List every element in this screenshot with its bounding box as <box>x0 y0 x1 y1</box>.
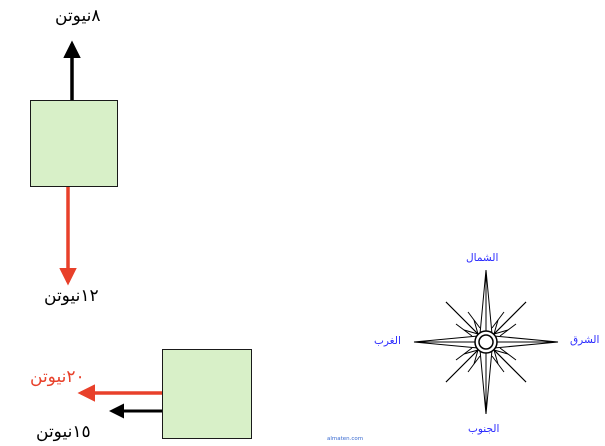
object-box-horizontal <box>162 349 252 439</box>
bottom-force-label: ١٢نيوتن <box>44 286 99 306</box>
compass-north-label: الشمال <box>466 252 499 264</box>
compass-rose <box>413 269 559 415</box>
compass-east-label: الشرق <box>570 334 600 346</box>
compass-south-label: الجنوب <box>468 423 500 435</box>
compass-center-dot <box>478 334 494 350</box>
watermark: almaten.com <box>327 436 364 442</box>
left-force-label-red: ٢٠نيوتن <box>30 367 85 387</box>
object-box-vertical <box>30 100 118 187</box>
left-force-label-black: ١٥نيوتن <box>36 422 91 442</box>
compass-hatching <box>455 311 517 373</box>
top-force-label: ٨نيوتن <box>55 6 101 26</box>
compass-west-label: الغرب <box>374 335 401 347</box>
